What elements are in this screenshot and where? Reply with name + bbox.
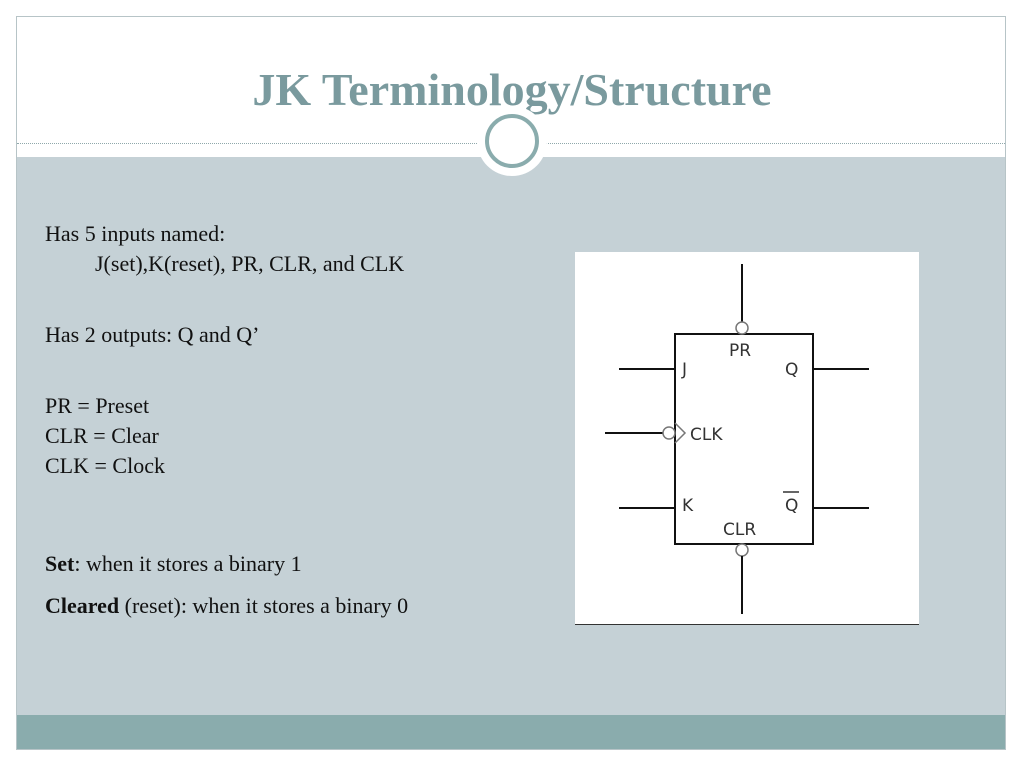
inputs-list: J(set),K(reset), PR, CLR, and CLK [95,251,405,276]
jk-flipflop-svg: PR J Q CLK K Q CLR [605,264,869,614]
pr-label: PR [729,341,751,361]
qbar-label: Q [785,496,798,516]
q-label: Q [785,360,798,380]
definition-clr: CLR = Clear [45,423,159,448]
cleared-definition: Cleared (reset): when it stores a binary… [45,591,408,621]
slide-title: JK Terminology/Structure [252,64,772,115]
outputs-line: Has 2 outputs: Q and Q’ [45,322,260,347]
clk-label: CLK [690,425,723,445]
definition-clk: CLK = Clock [45,453,165,478]
inputs-heading: Has 5 inputs named: [45,221,226,246]
clk-edge-triangle-icon [674,422,687,444]
slide-frame: JK Terminology/Structure Has 5 inputs na… [16,16,1006,750]
set-definition: Set: when it stores a binary 1 [45,549,302,579]
cleared-text: (reset): when it stores a binary 0 [119,593,409,618]
set-term: Set [45,551,75,576]
footer-band [17,715,1005,749]
inputs-block: Has 5 inputs named: J(set),K(reset), PR,… [45,219,404,279]
jk-flipflop-diagram: PR J Q CLK K Q CLR [575,252,919,625]
clr-inversion-bubble [735,543,749,557]
cleared-term: Cleared [45,593,120,618]
definitions-block: PR = Preset CLR = Clear CLK = Clock [45,391,165,481]
j-label: J [681,360,687,380]
ornament-ring-icon [485,114,539,168]
k-label: K [682,496,694,516]
definition-pr: PR = Preset [45,393,150,418]
clk-inversion-bubble [662,426,676,440]
clr-label: CLR [723,520,756,540]
pr-inversion-bubble [735,321,749,335]
set-text: : when it stores a binary 1 [74,551,302,576]
